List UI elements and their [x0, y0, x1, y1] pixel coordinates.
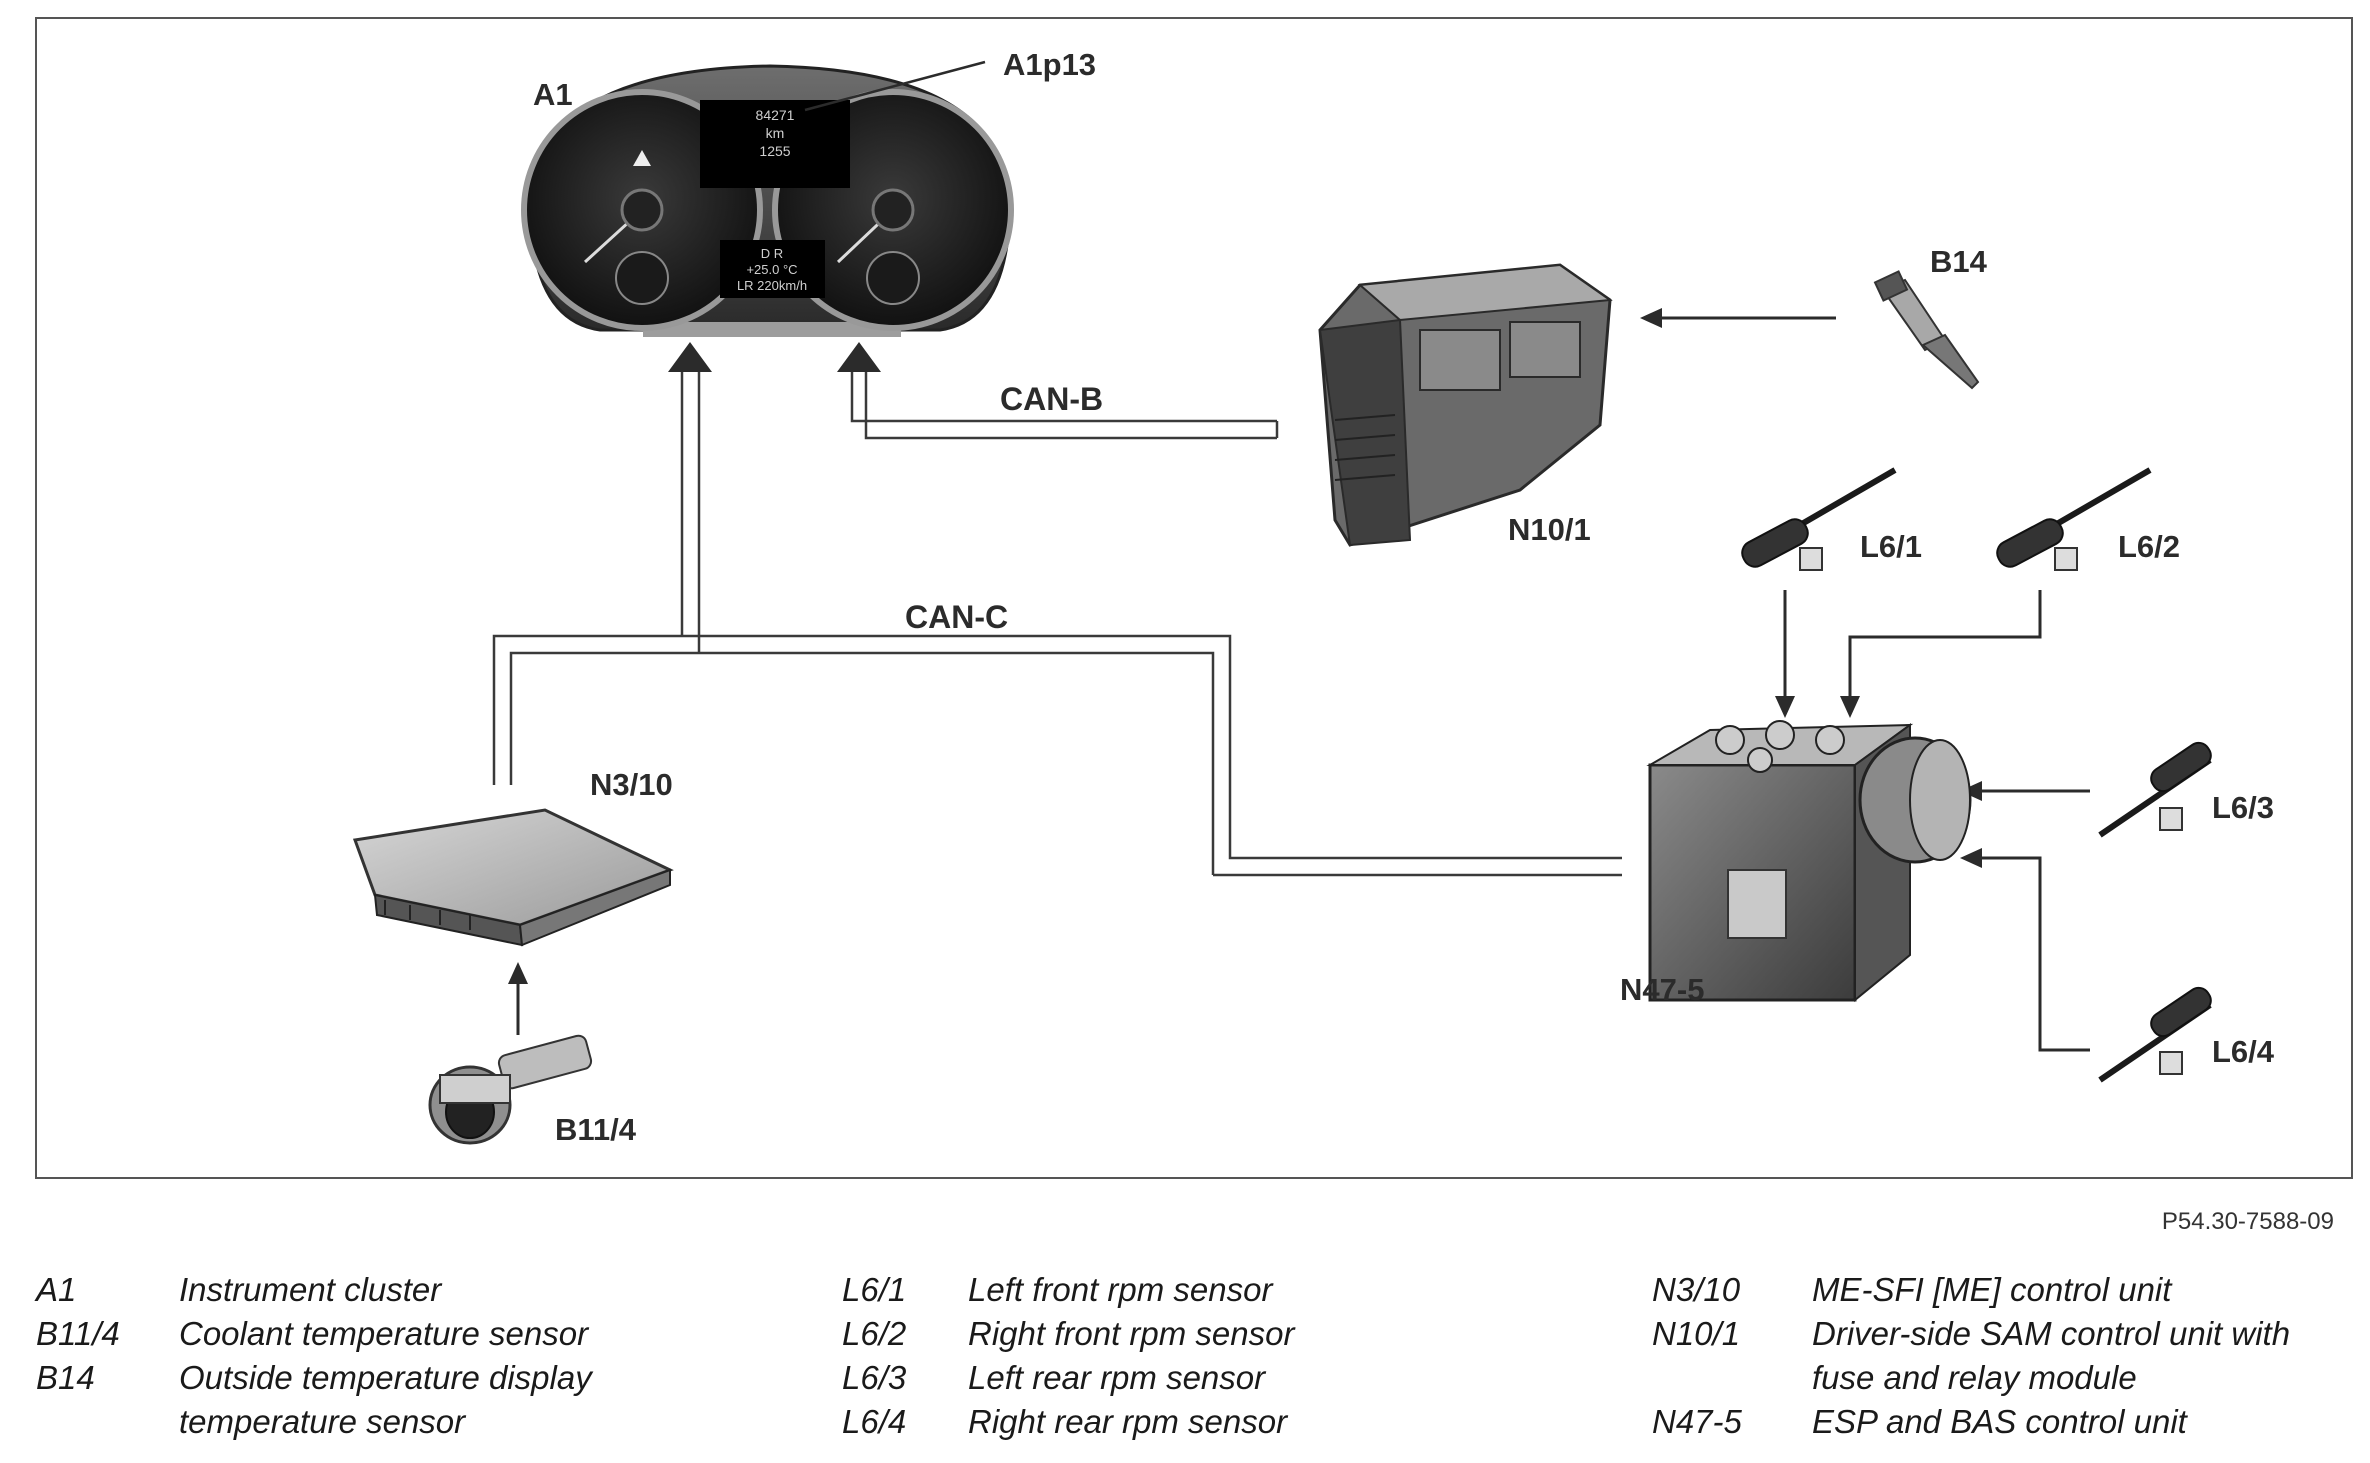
- me-sfi-control-unit: [352, 808, 674, 947]
- label-l6-1: L6/1: [1860, 529, 1922, 564]
- legend-code: L6/2: [842, 1315, 907, 1352]
- legend-row: L6/2 Right front rpm sensor: [842, 1312, 1294, 1356]
- legend-desc: ME-SFI [ME] control unit: [1812, 1271, 2172, 1308]
- label-b14: B14: [1930, 244, 1988, 279]
- legend-code: L6/3: [842, 1359, 907, 1396]
- outside-temperature-sensor: [1873, 270, 1980, 390]
- legend-desc: Left front rpm sensor: [968, 1271, 1273, 1308]
- legend-column-1: A1 Instrument cluster B11/4 Coolant temper…: [36, 1268, 592, 1444]
- legend-code: B14: [36, 1359, 95, 1396]
- cluster-display-bottom: [720, 240, 825, 298]
- legend-code: A1: [36, 1271, 77, 1308]
- coolant-temperature-sensor: [428, 1034, 593, 1145]
- can-b-label: CAN-B: [1000, 381, 1103, 417]
- legend-code: N3/10: [1652, 1271, 1741, 1308]
- legend-desc: Driver-side SAM control unit with fuse a…: [1812, 1315, 2291, 1396]
- legend-desc: ESP and BAS control unit: [1812, 1403, 2187, 1440]
- legend-row: A1 Instrument cluster: [36, 1268, 592, 1312]
- display-line-2: km: [766, 125, 785, 141]
- signal-arrowheads: [508, 308, 1982, 984]
- legend-desc: Right rear rpm sensor: [968, 1403, 1288, 1440]
- legend-row: L6/1 Left front rpm sensor: [842, 1268, 1294, 1312]
- legend-row: L6/3 Left rear rpm sensor: [842, 1356, 1294, 1400]
- label-l6-3: L6/3: [2212, 790, 2274, 825]
- diagram-frame: [35, 17, 2353, 1179]
- label-b11-4: B11/4: [555, 1112, 637, 1147]
- legend-row: N10/1 Driver-side SAM control unit with f…: [1652, 1312, 2290, 1400]
- label-a1p13: A1p13: [1003, 47, 1096, 82]
- display-line-1: 84271: [756, 107, 795, 123]
- esp-bas-control-unit: [1646, 720, 1972, 1003]
- can-c-arrowhead: [668, 342, 712, 372]
- legend-row: N47-5 ESP and BAS control unit: [1652, 1400, 2290, 1444]
- legend-code: L6/4: [842, 1403, 907, 1440]
- legend-row: B14 Outside temperature display temperatu…: [36, 1356, 592, 1444]
- legend-row: B11/4 Coolant temperature sensor: [36, 1312, 592, 1356]
- rpm-sensor-l6-2: [1996, 467, 2152, 571]
- display-line-3: 1255: [759, 143, 790, 159]
- rpm-sensor-l6-1: [1741, 467, 1897, 571]
- can-c-label: CAN-C: [905, 599, 1008, 635]
- a1p13-leader: [804, 60, 986, 112]
- legend-desc: Instrument cluster: [179, 1271, 442, 1308]
- can-c-bus: [492, 372, 1622, 877]
- display-bottom-2: +25.0 °C: [746, 262, 797, 277]
- label-n10-1: N10/1: [1508, 512, 1591, 547]
- can-b-arrowhead: [837, 342, 881, 372]
- figure-reference-number: P54.30-7588-09: [2161, 1208, 2334, 1235]
- rpm-sensor-l6-3: [2098, 741, 2212, 838]
- legend-desc: Outside temperature display temperature …: [179, 1359, 592, 1440]
- signal-arrows: [516, 316, 2090, 1052]
- display-bottom-1: D R: [761, 246, 783, 261]
- legend-desc: Coolant temperature sensor: [179, 1315, 589, 1352]
- legend-row: L6/4 Right rear rpm sensor: [842, 1400, 1294, 1444]
- label-a1: A1: [533, 77, 573, 112]
- legend-row: N3/10 ME-SFI [ME] control unit: [1652, 1268, 2290, 1312]
- legend-desc: Left rear rpm sensor: [968, 1359, 1266, 1396]
- instrument-cluster: 84271 km 1255 D R +25.0 °C LR 220km/h: [521, 64, 1014, 337]
- legend-code: B11/4: [36, 1315, 120, 1352]
- legend-desc: Right front rpm sensor: [968, 1315, 1295, 1352]
- can-b-bus: [850, 372, 1279, 440]
- cluster-display-top: [700, 100, 850, 188]
- legend-code: N47-5: [1652, 1403, 1742, 1440]
- legend-column-3: N3/10 ME-SFI [ME] control unit N10/1 Drive…: [1652, 1268, 2290, 1444]
- legend-code: N10/1: [1652, 1315, 1741, 1352]
- warning-triangle-icon: [633, 150, 651, 166]
- legend-code: L6/1: [842, 1271, 907, 1308]
- label-n47-5: N47-5: [1620, 972, 1704, 1007]
- legend-column-2: L6/1 Left front rpm sensor L6/2 Right fron…: [842, 1268, 1294, 1444]
- sam-control-unit: [1318, 263, 1613, 547]
- label-n3-10: N3/10: [590, 767, 673, 802]
- label-l6-2: L6/2: [2118, 529, 2180, 564]
- label-l6-4: L6/4: [2212, 1034, 2275, 1069]
- display-bottom-3: LR 220km/h: [737, 278, 807, 293]
- rpm-sensor-l6-4: [2098, 986, 2212, 1083]
